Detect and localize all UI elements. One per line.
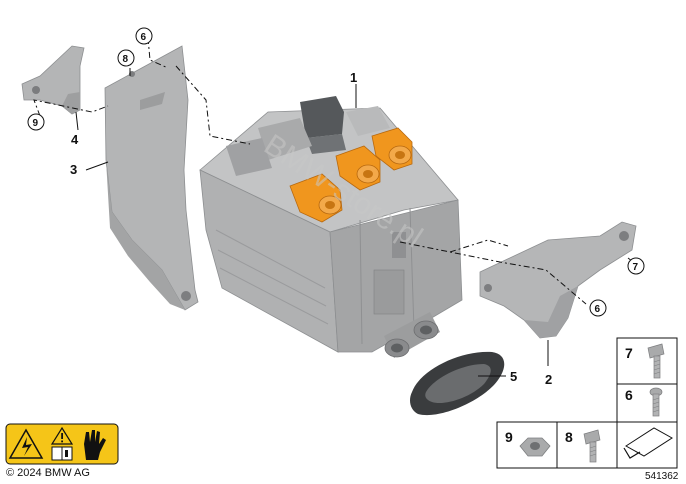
callout-6-top: 6 [135, 27, 153, 45]
caution-triangle-icon [50, 426, 74, 445]
read-manual-icon [51, 446, 73, 461]
part-number-1: 1 [350, 70, 357, 85]
callout-8: 8 [117, 49, 135, 67]
hv-connector-right [371, 127, 413, 171]
callout-6-right: 6 [589, 299, 607, 317]
copyright: © 2024 BMW AG [6, 467, 90, 479]
table-label-6: 6 [625, 387, 633, 403]
fastener-table: 7 6 9 8 [496, 337, 678, 469]
nut-9 [519, 437, 551, 457]
charging-unit [199, 96, 463, 358]
hv-connector-middle [335, 145, 381, 191]
table-label-7: 7 [625, 345, 633, 361]
warning-symbols [5, 423, 119, 465]
bolt-7 [647, 343, 665, 379]
coolant-ports [384, 312, 440, 358]
svg-text:9: 9 [33, 118, 39, 129]
bolt-6 [649, 387, 663, 417]
callout-9: 9 [27, 113, 45, 131]
svg-text:7: 7 [633, 262, 639, 273]
diagram-id: 541362 [645, 471, 679, 482]
small-bracket [21, 45, 85, 115]
rubber-grommet [410, 351, 505, 416]
part-number-2: 2 [545, 372, 552, 387]
bolt-8 [583, 429, 601, 463]
table-label-9: 9 [505, 429, 513, 445]
table-label-8: 8 [565, 429, 573, 445]
part-number-3: 3 [70, 162, 77, 177]
arrow-symbol-icon [623, 427, 673, 459]
high-voltage-warning-icon [8, 428, 44, 459]
callout-7: 7 [627, 257, 645, 275]
hv-connector-left [289, 173, 343, 223]
part-number-4: 4 [71, 132, 79, 147]
protective-glove-icon [84, 430, 106, 460]
left-bracket [104, 45, 199, 311]
svg-text:6: 6 [141, 32, 147, 43]
svg-text:6: 6 [595, 304, 601, 315]
part-number-5: 5 [510, 369, 517, 384]
svg-text:8: 8 [123, 54, 129, 65]
